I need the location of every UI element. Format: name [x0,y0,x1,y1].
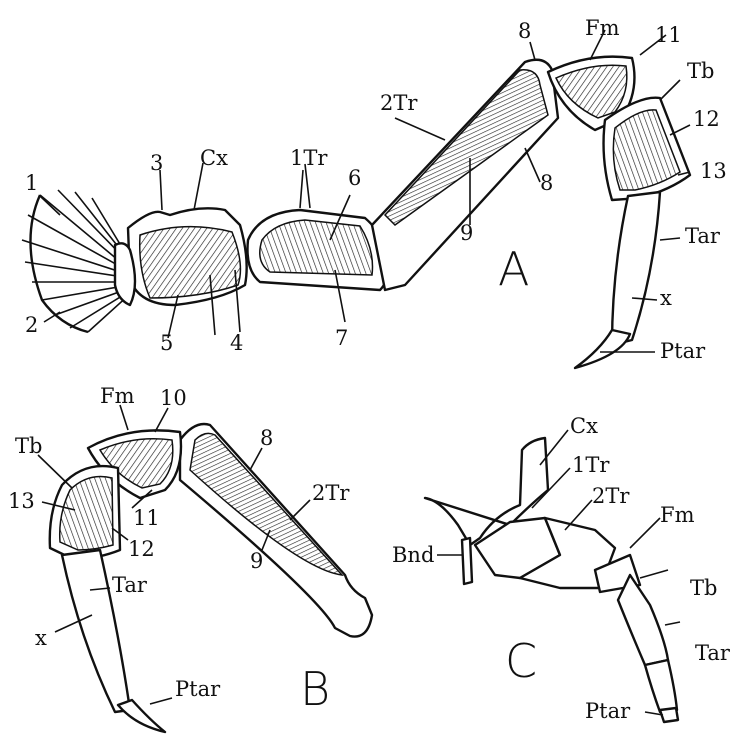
label-b-12: 12 [128,537,155,561]
label-b-2tr: 2Tr [312,481,350,505]
label-c-cx: Cx [570,414,598,438]
label-a-2: 2 [25,313,38,337]
panel-letter-c: C [505,634,537,688]
label-a-6: 6 [348,166,361,190]
label-b-fm: Fm [100,384,135,408]
label-c-fm: Fm [660,503,695,527]
label-b-tb: Tb [15,434,42,458]
label-a-1tr: 1Tr [290,146,328,170]
label-c-ptar: Ptar [585,699,631,723]
label-b-tar: Tar [112,573,148,597]
panel-c: Cx 1Tr 2Tr Fm Tb Tar Ptar Bnd C [392,414,731,723]
label-a-fm: Fm [585,16,620,40]
label-c-2tr: 2Tr [592,484,630,508]
label-a-11: 11 [655,23,682,47]
label-a-4: 4 [230,331,243,355]
label-a-7: 7 [335,326,348,350]
label-a-tb: Tb [687,59,714,83]
label-b-11: 11 [133,506,160,530]
label-a-12: 12 [693,107,720,131]
label-b-ptar: Ptar [175,677,221,701]
label-c-tb: Tb [690,576,717,600]
label-a-9: 9 [460,221,473,245]
label-b-10: 10 [160,386,187,410]
label-c-bnd: Bnd [392,543,434,567]
label-a-cx: Cx [200,146,228,170]
label-c-1tr: 1Tr [572,453,610,477]
label-c-tar: Tar [695,641,731,665]
label-b-9: 9 [250,549,263,573]
trochanter-2-b [180,424,372,637]
leg-outline-c [425,438,678,722]
label-a-1: 1 [25,171,38,195]
panel-letter-b: B [300,662,330,716]
label-a-8-lower: 8 [540,171,553,195]
label-b-x: x [35,626,47,650]
label-a-8-top: 8 [518,19,531,43]
tibia-b [50,466,120,560]
tarsus-a [575,192,660,368]
label-a-tar: Tar [685,224,721,248]
label-a-3: 3 [150,151,163,175]
tibia-a [604,98,690,200]
panel-b: Fm 10 Tb 13 11 12 8 2Tr 9 Tar x Ptar B [8,384,372,732]
label-a-13: 13 [700,159,727,183]
panel-a: 1 2 3 Cx 1Tr 6 5 4 7 8 Fm 11 2Tr 8 9 Tb … [22,16,727,368]
label-a-ptar: Ptar [660,339,706,363]
panel-letter-a: A [498,242,529,296]
label-a-2tr: 2Tr [380,91,418,115]
label-b-13: 13 [8,489,35,513]
label-b-8: 8 [260,426,273,450]
trochanter-1-a [248,210,389,290]
coxa-a [115,208,247,305]
label-a-x: x [660,286,672,310]
label-a-5: 5 [160,331,173,355]
